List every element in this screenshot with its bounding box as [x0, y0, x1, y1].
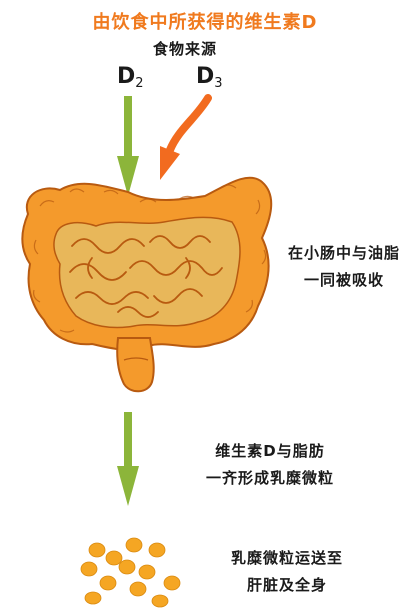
chylomicron-particle: [149, 543, 165, 557]
micelle-down-arrow: [117, 412, 139, 506]
micelle-note-line: 一齐形成乳糜微粒: [170, 465, 370, 492]
micelle-note: 维生素D与脂肪 一齐形成乳糜微粒: [170, 438, 370, 492]
chylomicron-particle: [89, 543, 105, 557]
d2-down-arrow: [117, 96, 139, 196]
chylomicron-particle: [164, 576, 180, 590]
micelle-note-line: 维生素D与脂肪: [170, 438, 370, 465]
transport-note-line: 肝脏及全身: [192, 572, 382, 599]
transport-note-line: 乳糜微粒运送至: [192, 545, 382, 572]
absorption-note: 在小肠中与油脂 一同被吸收: [282, 240, 406, 294]
absorption-note-line: 在小肠中与油脂: [282, 240, 406, 267]
chylomicron-particle: [119, 560, 135, 574]
small-intestine-illustration: [22, 178, 271, 392]
absorption-note-line: 一同被吸收: [282, 267, 406, 294]
chylomicron-particle: [130, 582, 146, 596]
transport-note: 乳糜微粒运送至 肝脏及全身: [192, 545, 382, 599]
chylomicron-particle: [100, 576, 116, 590]
chylomicron-particle: [85, 592, 101, 604]
chylomicron-particle: [126, 538, 142, 552]
chylomicron-particles: [81, 538, 180, 607]
d3-curved-arrow: [160, 98, 208, 180]
chylomicron-particle: [152, 595, 168, 607]
chylomicron-particle: [81, 562, 97, 576]
chylomicron-particle: [139, 565, 155, 579]
chylomicron-particle: [106, 551, 122, 565]
